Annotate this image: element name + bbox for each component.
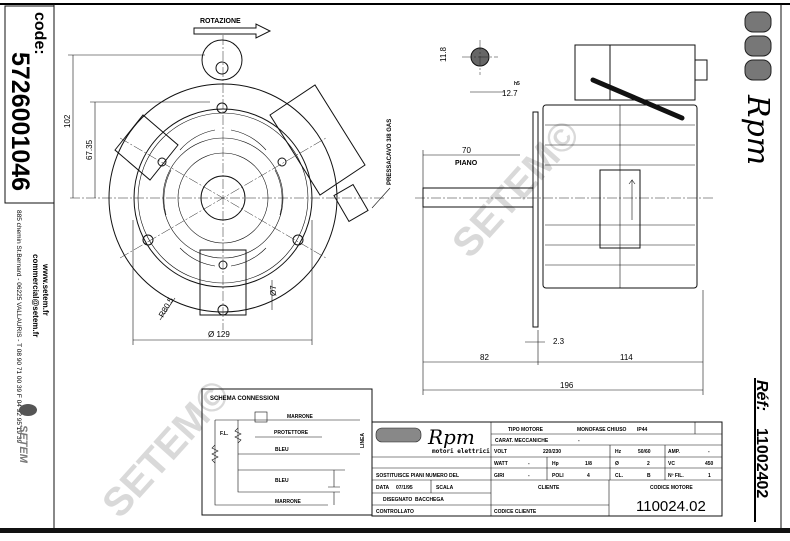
website: www.setem.fr: [41, 263, 50, 316]
svg-text:Rpm: Rpm: [427, 425, 475, 449]
svg-text:AMP.: AMP.: [668, 449, 680, 455]
svg-text:h5: h5: [514, 81, 520, 87]
svg-text:SETEM: SETEM: [17, 425, 29, 464]
svg-text:GIRI: GIRI: [494, 473, 505, 479]
svg-text:DISEGNATO: DISEGNATO: [383, 497, 412, 503]
right-sidebar: Rpm Réf: 11002402: [740, 11, 775, 522]
svg-text:VOLT: VOLT: [494, 449, 507, 455]
svg-text:DATA: DATA: [376, 485, 390, 491]
svg-text:Nº FIL.: Nº FIL.: [668, 473, 684, 479]
svg-text:1: 1: [708, 473, 711, 479]
svg-text:70: 70: [462, 146, 471, 155]
svg-text:Ø: Ø: [615, 461, 619, 467]
svg-text:2: 2: [647, 461, 650, 467]
svg-text:SETEM©: SETEM©: [444, 112, 589, 266]
codice-motore-value: 110024.02: [636, 498, 706, 515]
svg-text:F.L.: F.L.: [220, 431, 229, 437]
svg-text:CARAT. MECCANICHE: CARAT. MECCANICHE: [495, 438, 549, 444]
svg-text:-: -: [578, 438, 580, 444]
svg-text:2.3: 2.3: [553, 337, 565, 346]
svg-text:114: 114: [620, 353, 633, 362]
svg-text:4: 4: [587, 473, 590, 479]
svg-text:POLI: POLI: [552, 473, 564, 479]
ref-label: Réf:: [753, 380, 770, 411]
svg-text:220/230: 220/230: [543, 449, 561, 455]
svg-text:50/60: 50/60: [638, 449, 651, 455]
ref-value: 11002402: [753, 428, 770, 498]
svg-text:SCALA: SCALA: [436, 485, 454, 491]
rpm-logo-text: Rpm: [740, 94, 775, 165]
svg-text:67.35: 67.35: [85, 139, 94, 160]
svg-text:PROTETTORE: PROTETTORE: [274, 430, 309, 436]
svg-text:CODICE MOTORE: CODICE MOTORE: [650, 485, 693, 491]
svg-text:-: -: [528, 473, 530, 479]
svg-text:R80.5: R80.5: [157, 296, 176, 319]
email: commercial@setem.fr: [31, 254, 40, 337]
svg-text:-: -: [528, 461, 530, 467]
svg-text:SOSTITUISCE PIANI NUMERO DEL: SOSTITUISCE PIANI NUMERO DEL: [376, 473, 459, 479]
svg-text:1/8: 1/8: [585, 461, 592, 467]
left-sidebar: code: 5726001046 www.setem.fr commercial…: [6, 12, 50, 464]
rotation-arrow: [193, 23, 272, 39]
svg-text:VC: VC: [668, 461, 675, 467]
svg-text:450: 450: [705, 461, 714, 467]
code-value: 5726001046: [6, 52, 34, 191]
svg-text:ROTAZIONE: ROTAZIONE: [200, 18, 241, 25]
svg-text:-: -: [708, 449, 710, 455]
drawing-frame: [0, 3, 790, 533]
svg-text:CL.: CL.: [615, 473, 624, 479]
svg-text:Hz: Hz: [615, 449, 622, 455]
address: 885 chemin St.Bernard - 06225 VALLAURIS …: [15, 210, 22, 443]
side-view: 11.8 12.7 h5 70 PIANO 2.3 82 114 19: [415, 40, 715, 395]
svg-text:82: 82: [480, 353, 489, 362]
svg-text:BACCHEGA: BACCHEGA: [415, 497, 444, 503]
svg-text:PIANO: PIANO: [455, 160, 478, 167]
svg-text:B: B: [647, 473, 651, 479]
svg-text:MONOFASE CHIUSO: MONOFASE CHIUSO: [577, 427, 627, 433]
svg-text:Ø7: Ø7: [269, 285, 278, 296]
svg-text:PRESSACAVO 3/8 GAS: PRESSACAVO 3/8 GAS: [387, 119, 393, 185]
code-label: code:: [31, 12, 48, 55]
svg-text:IP44: IP44: [637, 427, 648, 433]
setem-logo: SETEM: [17, 404, 37, 464]
svg-text:MARRONE: MARRONE: [287, 414, 313, 420]
svg-text:11.8: 11.8: [439, 46, 448, 62]
svg-text:BLEU: BLEU: [275, 447, 289, 453]
svg-text:MARRONE: MARRONE: [275, 499, 301, 505]
svg-text:12.7: 12.7: [502, 89, 518, 98]
svg-text:Ø 129: Ø 129: [208, 330, 230, 339]
svg-text:SCHEMA CONNESSIONI: SCHEMA CONNESSIONI: [210, 396, 280, 402]
svg-text:LINEA: LINEA: [360, 433, 366, 448]
svg-text:CONTROLLATO: CONTROLLATO: [376, 509, 414, 515]
svg-text:BLEU: BLEU: [275, 478, 289, 484]
svg-text:WATT: WATT: [494, 461, 508, 467]
svg-text:196: 196: [560, 381, 574, 390]
rpm-coil-logo: [744, 11, 772, 81]
svg-text:TIPO MOTORE: TIPO MOTORE: [508, 427, 544, 433]
title-block: Rpm motori elettrici TIPO MOTORE MONOFAS…: [371, 421, 723, 517]
svg-text:motori elettrici: motori elettrici: [432, 448, 490, 455]
svg-text:CODICE CLIENTE: CODICE CLIENTE: [494, 509, 537, 515]
svg-text:Hp: Hp: [552, 461, 559, 467]
svg-text:CLIENTE: CLIENTE: [538, 485, 560, 491]
svg-text:102: 102: [63, 114, 72, 128]
svg-text:07/1/95: 07/1/95: [396, 485, 413, 491]
front-view: ROTAZIONE 102 67: [63, 18, 393, 345]
title-logo: Rpm motori elettrici: [375, 425, 490, 455]
